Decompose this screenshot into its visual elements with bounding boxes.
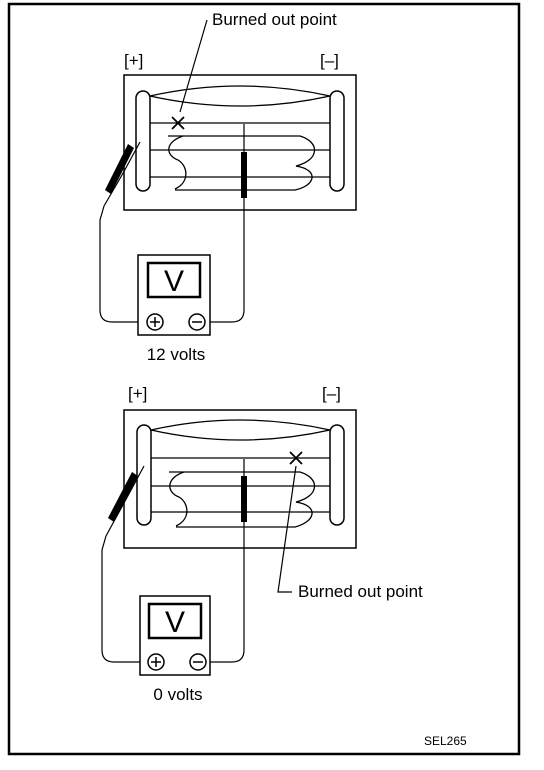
voltmeter-display-top xyxy=(146,261,202,299)
plus-jack-icon-top xyxy=(146,313,164,331)
voltage-reading-top: 12 volts xyxy=(147,345,206,364)
bus-bar-minus-top xyxy=(329,90,345,192)
plus-jack-icon-bottom xyxy=(147,653,165,671)
rear-window-bottom xyxy=(123,409,357,549)
callout-text-bottom: Burned out point xyxy=(298,582,423,601)
voltmeter-symbol-bottom: V xyxy=(165,606,185,639)
plus-probe-handle-bottom xyxy=(108,472,138,522)
plus-terminal-label-top: [+] xyxy=(124,51,143,70)
minus-jack-icon-top xyxy=(188,313,206,331)
minus-probe-bottom xyxy=(207,459,245,663)
figure-code: SEL265 xyxy=(424,734,467,748)
heater-filaments-bottom xyxy=(150,419,331,528)
callout-line-top xyxy=(179,19,208,113)
minus-jack-icon-bottom xyxy=(189,653,207,671)
minus-probe-handle-top xyxy=(241,152,247,198)
bus-bar-plus-bottom xyxy=(136,424,152,526)
voltage-reading-bottom: 0 volts xyxy=(153,685,202,704)
bus-bar-minus-bottom xyxy=(329,424,345,526)
top-diagram: Burned out point [+] [–] V xyxy=(99,10,357,364)
voltmeter-symbol-top: V xyxy=(164,265,184,298)
minus-probe-top xyxy=(209,124,245,323)
plus-probe-handle-top xyxy=(105,144,134,194)
voltmeter-bottom: V xyxy=(139,595,211,676)
plus-terminal-label-bottom: [+] xyxy=(128,384,147,403)
callout-line-bottom xyxy=(277,465,297,593)
minus-probe-handle-bottom xyxy=(241,476,247,522)
burned-out-mark-top xyxy=(171,116,185,130)
plus-probe-top xyxy=(99,141,146,323)
voltmeter-display-bottom xyxy=(147,602,203,640)
heater-filaments-top xyxy=(149,85,331,191)
voltmeter-top: V xyxy=(137,254,211,336)
callout-text-top: Burned out point xyxy=(212,10,337,29)
burned-out-mark-bottom xyxy=(289,451,303,465)
minus-terminal-label-bottom: [–] xyxy=(322,384,341,403)
bus-bar-plus-top xyxy=(135,90,151,192)
bottom-diagram: Burned out point [+] [–] V xyxy=(101,384,423,704)
minus-terminal-label-top: [–] xyxy=(320,51,339,70)
figure-frame xyxy=(7,2,521,756)
rear-window-top xyxy=(123,74,357,211)
